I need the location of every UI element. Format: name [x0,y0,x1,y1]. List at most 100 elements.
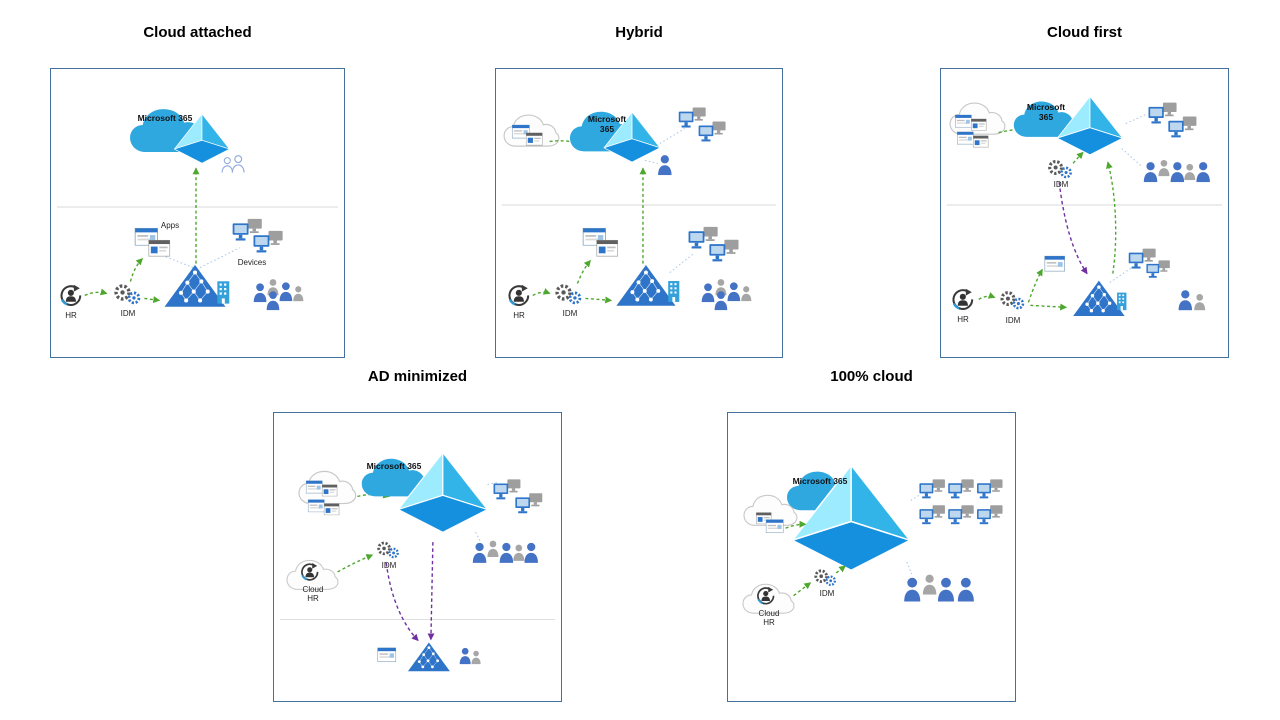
building-icon [217,281,230,304]
connector-dotted [644,159,658,164]
person-icon [524,542,538,563]
panel-box: Microsoft 365 Cloud HR IDM [727,412,1016,702]
connector-dotted [1109,267,1132,283]
idm-label: IDM [120,309,136,318]
device-pair-icon [678,107,706,128]
sync-arrow-green [835,565,846,574]
person-icon [1143,162,1158,183]
sync-arrow-green [337,554,374,573]
person-icon [1158,159,1170,177]
idm-gears-icon [814,569,837,587]
m365-label: Microsoft 365 [1026,102,1066,122]
idm-label: IDM [1005,316,1021,325]
device-pair-icon [698,121,726,142]
person-icon [904,577,921,602]
connector-dotted [659,128,685,144]
connector-dotted [1125,113,1148,125]
person-icon [922,574,937,595]
person-icon [459,647,471,665]
panel-hundred-cloud: 100% cloud [727,368,1016,702]
device-pair-icon [1146,260,1170,278]
panel-ad-minimized: AD minimized [273,368,562,702]
hr-label: HR [513,311,525,320]
person-icon [1170,162,1185,183]
cloud-hr-label: Cloud HR [758,609,780,628]
hr-sync-icon [508,283,530,307]
panel-box: Microsoft 365 HR IDM [495,68,783,358]
sync-arrow-green [585,296,613,304]
person-icon [658,155,672,176]
app-window-icon [148,239,171,257]
panel-title: Cloud first [1047,24,1122,41]
device-pair-icon [948,505,974,525]
device-pair-icon [977,505,1003,525]
provision-arrow-purple [427,542,435,641]
app-window-icon [1044,255,1066,272]
person-icon [957,577,974,602]
hr-label: HR [957,315,969,324]
m365-label: Microsoft 365 [366,461,422,471]
devices-label: Devices [237,258,267,267]
device-pair-icon [919,505,945,525]
person-icon [487,540,499,557]
hr-label: HR [65,311,77,320]
panel-art [56,109,339,311]
person-icon [937,577,955,602]
m365-label: Microsoft 365 [137,113,193,123]
sync-arrow-green [978,292,996,300]
connector-dotted [910,494,921,501]
panel-title: 100% cloud [830,368,913,385]
people-outline-icon [221,157,233,174]
sync-arrow-green [144,296,161,304]
idm-top-label: IDM [1053,180,1069,189]
panel-cloud-attached: Cloud attached [50,24,345,358]
person-icon [1194,294,1206,311]
device-pair-icon [977,479,1003,499]
connector-dotted [1121,148,1142,167]
panel-title: Cloud attached [143,24,252,41]
person-icon [471,650,481,665]
panel-art [279,452,556,672]
people-outline-icon [231,155,245,174]
app-window-icon [956,131,974,145]
cloud-hr-label: Cloud HR [302,585,324,604]
person-icon [741,286,752,302]
person-icon [472,542,487,563]
active-directory-icon [407,642,451,672]
panel-box: Microsoft 365 Apps Devices HR IDM [50,68,345,358]
person-icon [727,282,741,302]
sync-arrow-green [1106,161,1117,274]
m365-label: Microsoft 365 [587,114,627,134]
connector-dotted [199,247,240,269]
app-window-icon [596,239,619,257]
app-window-icon [323,503,340,516]
panel-title: AD minimized [367,368,468,385]
building-icon [668,281,680,302]
idm-gears-icon [1000,291,1025,310]
panel-hybrid: Hybrid [495,24,783,358]
idm-gears-icon [377,541,400,559]
device-pair-icon [515,493,543,514]
sync-arrow-green [129,257,144,282]
provision-arrow-purple [385,562,419,642]
active-directory-icon [164,264,226,308]
hr-sync-icon [60,283,82,307]
building-icon [1117,292,1127,311]
panel-cloud-first: Cloud first [940,24,1229,358]
sync-arrow-green [84,288,108,297]
idm-gears-icon [1048,159,1073,179]
panel-box: Microsoft 365 Cloud HR IDM [273,412,562,702]
app-window-icon [377,647,397,663]
panel-art [742,464,1003,614]
connector-dotted [475,531,482,543]
device-pair-icon [253,230,283,253]
person-icon [499,542,514,563]
person-icon [279,282,293,302]
active-directory-icon [616,264,676,307]
connector-dotted [906,561,913,575]
app-window-icon [972,135,989,148]
person-icon [513,544,525,561]
person-icon [1178,290,1193,311]
app-window-icon [305,480,323,494]
